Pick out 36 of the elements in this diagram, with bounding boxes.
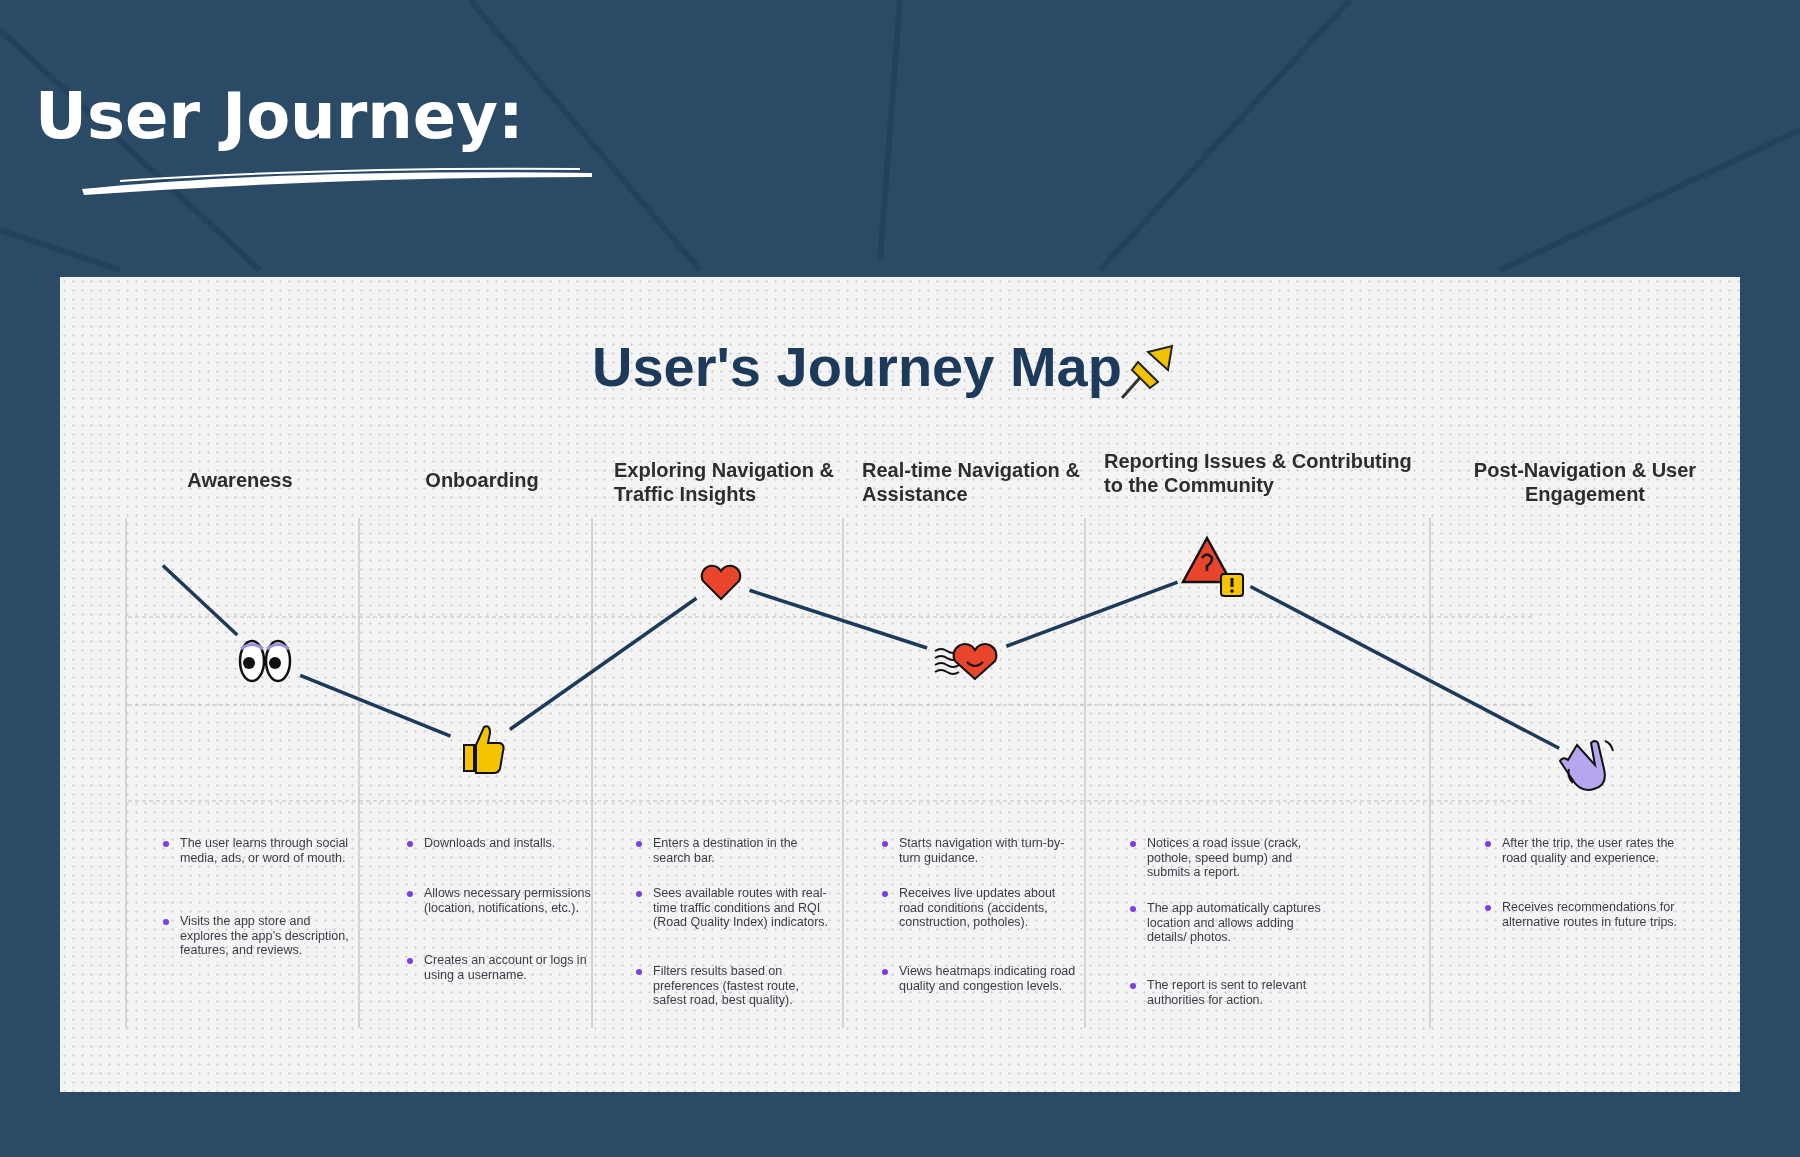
journey-line (1249, 585, 1560, 750)
journey-line (299, 673, 452, 738)
bullet-text: Starts navigation with turn-by-turn guidance. (899, 836, 1066, 865)
bullet-text: Receives live updates about road conditions (accidents, construction, potholes). (899, 886, 1057, 930)
bullet-text: Creates an account or logs in using a username. (424, 953, 588, 982)
journey-line (1005, 580, 1179, 648)
bullet-text: Receives recommendations for alternative routes in future trips. (1502, 900, 1679, 929)
thumbs-up-icon (463, 725, 505, 774)
stage-heading: Post-Navigation & User Engagement (1472, 458, 1698, 506)
stage-heading: Exploring Navigation & Traffic Insights (614, 458, 836, 506)
bullet-text: The user learns through social media, ads, or word of mouth. (180, 836, 350, 865)
bullet-text: The app automatically captures location and allows adding details/ photos. (1147, 901, 1322, 945)
bullet-text: Visits the app store and explores the app’s description, features, and reviews. (180, 914, 350, 958)
stage-heading: Reporting Issues & Contributing to the Community (1104, 449, 1413, 497)
heart-icon (934, 643, 998, 680)
bullet-text: Sees available routes with real-time traffic conditions and RQI (Road Quality Index) indicators. (653, 886, 830, 930)
bullet-text: After the trip, the user rates the road quality and experience. (1502, 836, 1676, 865)
heart-icon (700, 564, 742, 600)
bullet-text: The report is sent to relevant authorities for action. (1147, 978, 1308, 1007)
bullet-text: Downloads and installs. (424, 836, 557, 851)
waving-hand-icon (1559, 740, 1614, 791)
bullet-text: Enters a destination in the search bar. (653, 836, 799, 865)
warning-icon (1180, 535, 1244, 597)
stage-heading: Real-time Navigation & Assistance (862, 458, 1081, 506)
stage-heading: Awareness (186, 468, 294, 492)
bullet-text: Views heatmaps indicating road quality and congestion levels. (899, 964, 1077, 993)
journey-line (508, 596, 698, 731)
page-title: User Journey: (35, 80, 524, 152)
map-title: User's Journey Map (592, 335, 1122, 399)
eyes-icon (238, 639, 292, 683)
journey-line (161, 564, 239, 637)
bullet-text: Allows necessary permissions (location, notifications, etc.). (424, 886, 592, 915)
stage-heading: Onboarding (424, 468, 540, 492)
journey-line (749, 588, 928, 650)
bullet-text: Notices a road issue (crack, pothole, speed bump) and submits a report. (1147, 836, 1303, 880)
bullet-text: Filters results based on preferences (fastest route, safest road, best quality). (653, 964, 800, 1008)
